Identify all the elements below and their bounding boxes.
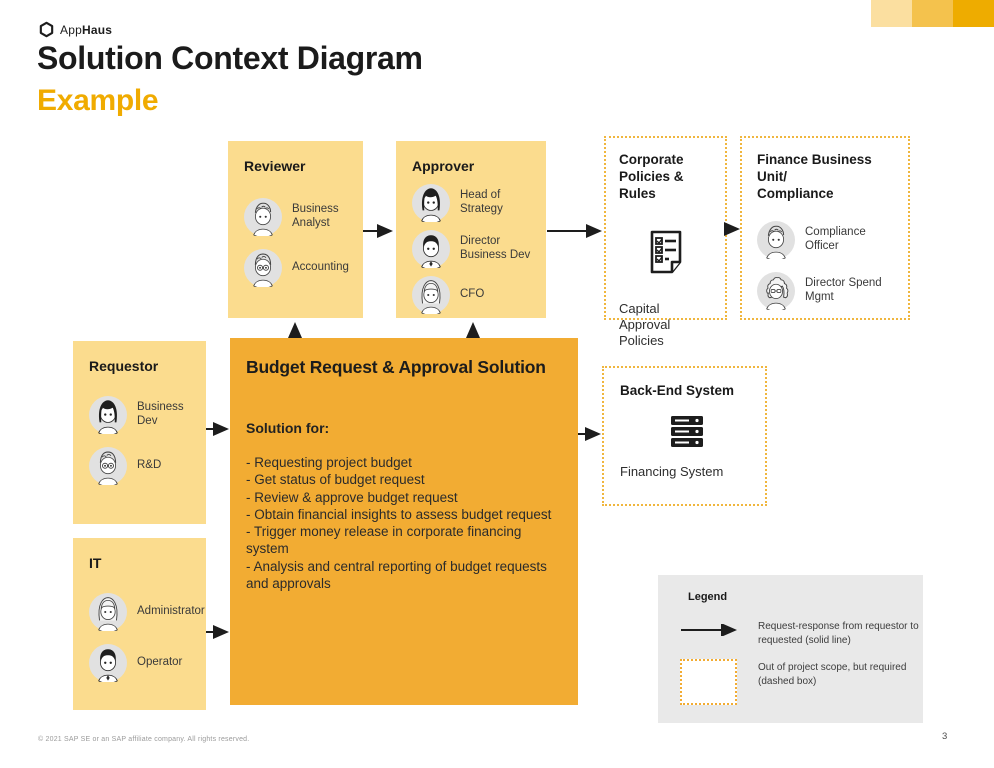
sketch-woman-avatar [89, 593, 127, 631]
logo-text: AppHaus [60, 22, 113, 37]
backend-system-label: Financing System [620, 463, 724, 479]
approver-box-title: Approver [412, 158, 475, 174]
finance-compliance-title: Finance Business Unit/ Compliance [757, 152, 872, 201]
dark-hair-woman-avatar [89, 396, 127, 434]
persona-label: CFO [460, 288, 485, 301]
solid-arrow-icon [680, 623, 742, 641]
strip-dark-square [953, 0, 994, 27]
persona-operator: Operator [89, 644, 192, 682]
persona-accounting: Accounting [244, 249, 349, 287]
dark-hair-man-avatar [412, 230, 450, 268]
persona-business-analyst: Business Analyst [244, 198, 349, 236]
persona-label: R&D [137, 459, 162, 472]
persona-director-business-dev: Director Business Dev [412, 230, 532, 268]
server-stack-icon [670, 415, 703, 447]
solution-item: - Obtain financial insights to assess bu… [246, 506, 552, 522]
copyright-text: © 2021 SAP SE or an SAP affiliate compan… [38, 736, 250, 743]
persona-label: Operator [137, 656, 183, 669]
backend-system-title: Back-End System [620, 383, 735, 398]
persona-head-of-strategy: Head of Strategy [412, 184, 532, 222]
legend-item-label: Request-response from requestor to reque… [758, 621, 919, 646]
page-number: 3 [942, 731, 948, 742]
requestor-box-title: Requestor [89, 358, 159, 374]
page-title: Solution Context Diagram [37, 40, 423, 76]
sketch-woman-avatar [412, 276, 450, 314]
persona-label: Administrator [137, 605, 205, 618]
checklist-document-icon [650, 230, 682, 273]
finance-compliance-box: Finance Business Unit/ Compliance Compli… [740, 136, 910, 320]
persona-label: Compliance Officer [805, 226, 866, 252]
reviewer-box: Reviewer Business Analyst Accounting [228, 141, 363, 318]
strip-light-square [871, 0, 912, 27]
solution-capability-list: - Requesting project budget - Get status… [230, 436, 578, 592]
persona-label: Director Business Dev [460, 235, 531, 261]
reviewer-box-title: Reviewer [244, 158, 306, 174]
it-box-title: IT [89, 555, 102, 571]
persona-administrator: Administrator [89, 593, 205, 631]
solution-box: Budget Request & Approval Solution Solut… [230, 338, 578, 705]
dark-hair-man-avatar [89, 644, 127, 682]
persona-cfo: CFO [412, 276, 532, 314]
it-box: IT Administrator Operator [73, 538, 206, 710]
corporate-policies-title: Corporate Policies & Rules [619, 152, 684, 201]
solution-item: - Requesting project budget [246, 455, 412, 470]
persona-label: Accounting [292, 261, 349, 274]
persona-label: Head of Strategy [460, 189, 503, 215]
strip-medium-square [912, 0, 953, 27]
solution-title: Budget Request & Approval Solution [246, 357, 546, 377]
solution-item: - Get status of budget request [246, 472, 425, 488]
corporate-policies-box: Corporate Policies & Rules Capital Appro… [604, 136, 727, 348]
sketch-curly-avatar [757, 271, 795, 310]
page-subtitle: Example [37, 84, 159, 117]
backend-system-box: Back-End System Financing System [602, 366, 767, 506]
sketch-glasses-avatar [89, 447, 127, 485]
legend-title: Legend [688, 591, 728, 603]
sketch-man-avatar [244, 198, 282, 236]
sketch-glasses-avatar [244, 249, 282, 287]
solution-item: - Trigger money release in corporate fin… [246, 524, 522, 557]
persona-label: Business Dev [137, 401, 184, 427]
solution-item: - Review & approve budget request [246, 489, 458, 505]
approver-box: Approver Head of Strategy Director Busin… [396, 141, 546, 318]
legend-box: Legend Request-response from requestor t… [658, 575, 923, 723]
persona-compliance-officer: Compliance Officer [757, 220, 896, 259]
persona-label: Director Spend Mgmt [805, 277, 882, 303]
persona-label: Business Analyst [292, 203, 339, 229]
persona-rd: R&D [89, 447, 192, 485]
corporate-policies-label: Capital Approval Policies [619, 300, 671, 349]
solution-subtitle: Solution for: [246, 420, 330, 436]
dark-hair-woman-avatar [412, 184, 450, 222]
persona-director-spend-mgmt: Director Spend Mgmt [757, 271, 896, 310]
sketch-man-avatar [757, 220, 795, 259]
requestor-box: Requestor Business Dev R&D [73, 341, 206, 524]
solution-item: - Analysis and central reporting of budg… [246, 558, 547, 591]
apphaus-hexagon-logo-icon [39, 21, 54, 38]
dashed-box-icon [680, 659, 737, 705]
persona-business-dev: Business Dev [89, 396, 192, 434]
apphaus-logo: AppHaus [38, 21, 112, 38]
legend-item-label: Out of project scope, but required (dash… [758, 662, 907, 687]
brand-color-strip [871, 0, 994, 27]
